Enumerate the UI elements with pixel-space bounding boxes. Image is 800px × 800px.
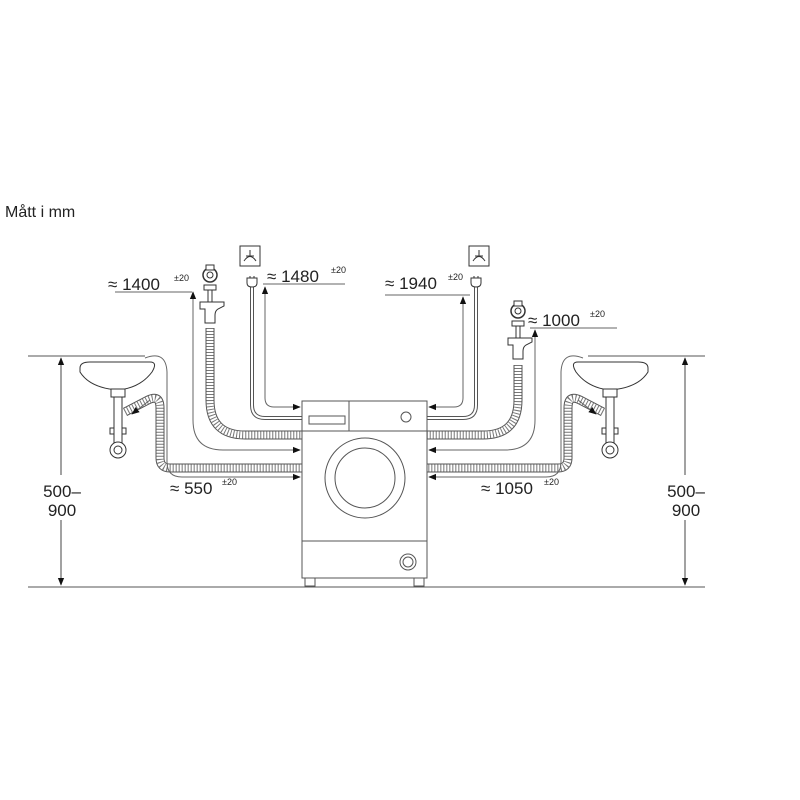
plug-icon	[470, 276, 482, 288]
washing-machine-icon	[301, 400, 428, 587]
dimension-1000: ≈ 1000	[528, 311, 580, 330]
height-min: 500–	[667, 482, 705, 501]
display-panel	[308, 415, 346, 425]
right-inlet-hose	[427, 365, 523, 440]
dimension-1400: ≈ 1400	[108, 275, 160, 294]
tolerance: ±20	[331, 265, 346, 275]
left-inlet-dimension-line	[189, 291, 301, 454]
dimension-1480: ≈ 1480	[267, 267, 319, 286]
right-drain-dimension-line	[428, 355, 584, 481]
height-min: 500–	[43, 482, 81, 501]
water-tap-icon	[199, 264, 225, 324]
left-drain-dimension-line	[144, 355, 301, 481]
tolerance: ±20	[590, 309, 605, 319]
right-power-cord	[427, 285, 478, 420]
left-drain-end-arrow	[131, 399, 151, 415]
height-max: 900	[48, 501, 76, 520]
diagram-title: Mått i mm	[5, 204, 76, 221]
left-cord-dimension-line	[261, 286, 301, 411]
sink-icon	[572, 361, 649, 459]
plug-icon	[246, 276, 258, 288]
tolerance: ±20	[448, 272, 463, 282]
right-drain-end-arrow	[577, 399, 597, 415]
dimension-1940: ≈ 1940	[385, 274, 437, 293]
height-max: 900	[672, 501, 700, 520]
socket-icon	[239, 245, 261, 267]
sink-icon	[79, 361, 156, 459]
left-drain-hose	[122, 393, 302, 473]
tolerance: ±20	[222, 477, 237, 487]
right-drain-hose	[427, 393, 606, 473]
water-tap-icon	[507, 300, 533, 360]
tolerance: ±20	[174, 273, 189, 283]
door-inner	[334, 447, 396, 509]
program-knob	[400, 411, 412, 423]
right-inlet-dimension-line	[428, 329, 539, 454]
left-height-dimension: 500– 900	[43, 357, 81, 586]
tolerance: ±20	[544, 477, 559, 487]
right-cord-dimension-line	[428, 296, 467, 411]
socket-icon	[468, 245, 490, 267]
dimension-550: ≈ 550	[170, 479, 212, 498]
left-power-cord	[250, 285, 302, 420]
dimension-1050: ≈ 1050	[481, 479, 533, 498]
right-height-dimension: 500– 900	[667, 357, 705, 586]
